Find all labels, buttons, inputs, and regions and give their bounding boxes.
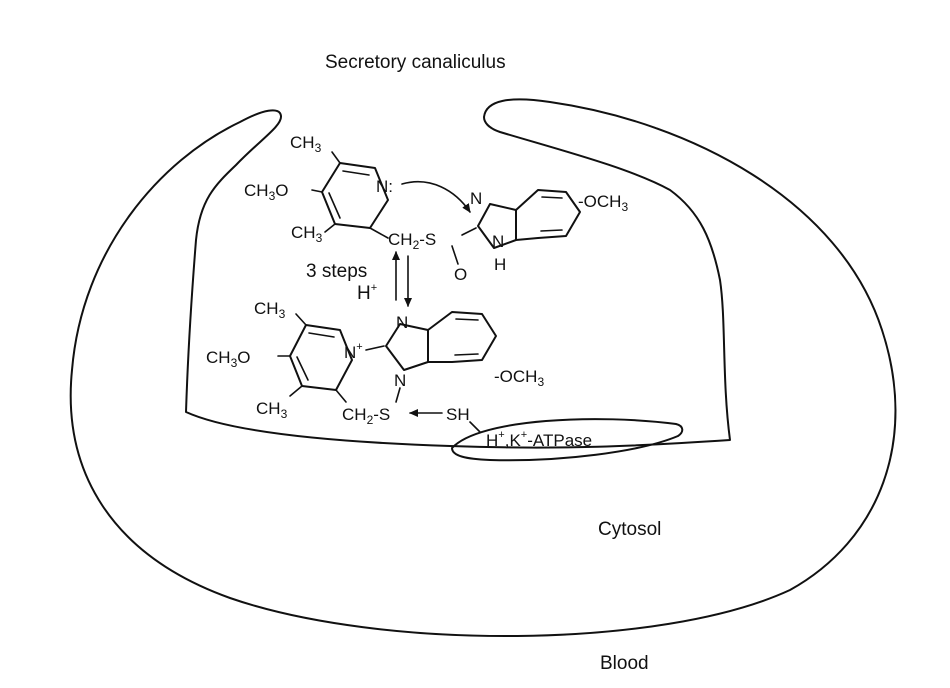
proton-label: H+: [357, 282, 377, 304]
benzene-double-top-2: [540, 229, 563, 232]
benzene-double-top-1: [541, 196, 563, 199]
pyridine-double-bond-top-1: [342, 170, 370, 176]
s-c2-bond-top: [461, 227, 477, 236]
ch3-bond-top-2: [324, 223, 336, 233]
pyridine-nitrogen-top: N:: [376, 177, 393, 196]
ch3-bond-bottom-2: [289, 385, 303, 397]
imidazole-n-bottom: N: [394, 371, 406, 390]
imidazole-nh-top: N: [492, 232, 504, 251]
ch3-bond-top: [331, 151, 341, 164]
n-s-bond-bottom: [395, 387, 401, 403]
thiol-enzyme-bond: [469, 421, 481, 433]
cytosol-label: Cytosol: [598, 519, 661, 540]
n-c2-bond-bottom: [365, 345, 385, 351]
imidazole-n-bottom-top: N: [396, 313, 408, 332]
sulfoxide-oxygen: O: [454, 265, 467, 284]
pyridinium-double-bond-1: [308, 332, 335, 338]
benzene-double-bottom-2: [454, 353, 479, 356]
pyridinium-nitrogen: N+: [344, 341, 363, 362]
ch3-group-top-1: CH3: [290, 133, 322, 155]
ch2-s-group-bottom: CH2-S: [342, 405, 390, 427]
benzene-double-bottom-1: [455, 318, 479, 321]
ch2-bond-top: [369, 227, 389, 239]
sulfoxide-bond: [451, 245, 459, 265]
ch3o-bond-top: [311, 189, 323, 193]
ch3-bond-bottom: [295, 313, 307, 326]
atpase-enzyme-shape: [451, 418, 684, 462]
three-steps-label: 3 steps: [306, 261, 367, 282]
parietal-cell-outline: [69, 98, 897, 638]
imidazole-n-top: N: [470, 189, 482, 208]
ch2-bond-bottom: [335, 389, 347, 403]
ch3o-group-bottom: CH3O: [206, 348, 250, 370]
blood-label: Blood: [600, 653, 649, 674]
pyridinium-double-bond-2: [296, 356, 309, 381]
ch3-group-bottom-2: CH3: [256, 399, 288, 421]
nucleophilic-attack-arrow: [401, 180, 471, 213]
pyridine-double-bond-top-2: [328, 192, 341, 219]
atpase-label: H+,K+-ATPase: [486, 429, 592, 450]
methoxy-group-bottom: -OCH3: [494, 367, 544, 389]
ch3-group-top-2: CH3: [291, 223, 323, 245]
ch3o-group-top: CH3O: [244, 181, 288, 203]
benzene-ring-top: [515, 189, 581, 241]
benzene-ring-bottom: [427, 311, 497, 363]
imidazole-h-top: H: [494, 255, 506, 274]
methoxy-group-top: -OCH3: [578, 192, 628, 214]
enzyme-thiol-label: SH: [446, 405, 470, 424]
secretory-canaliculus-label: Secretory canaliculus: [325, 52, 506, 73]
ch3-group-bottom-1: CH3: [254, 299, 286, 321]
ch2-s-group-top: CH2-S: [388, 230, 436, 252]
